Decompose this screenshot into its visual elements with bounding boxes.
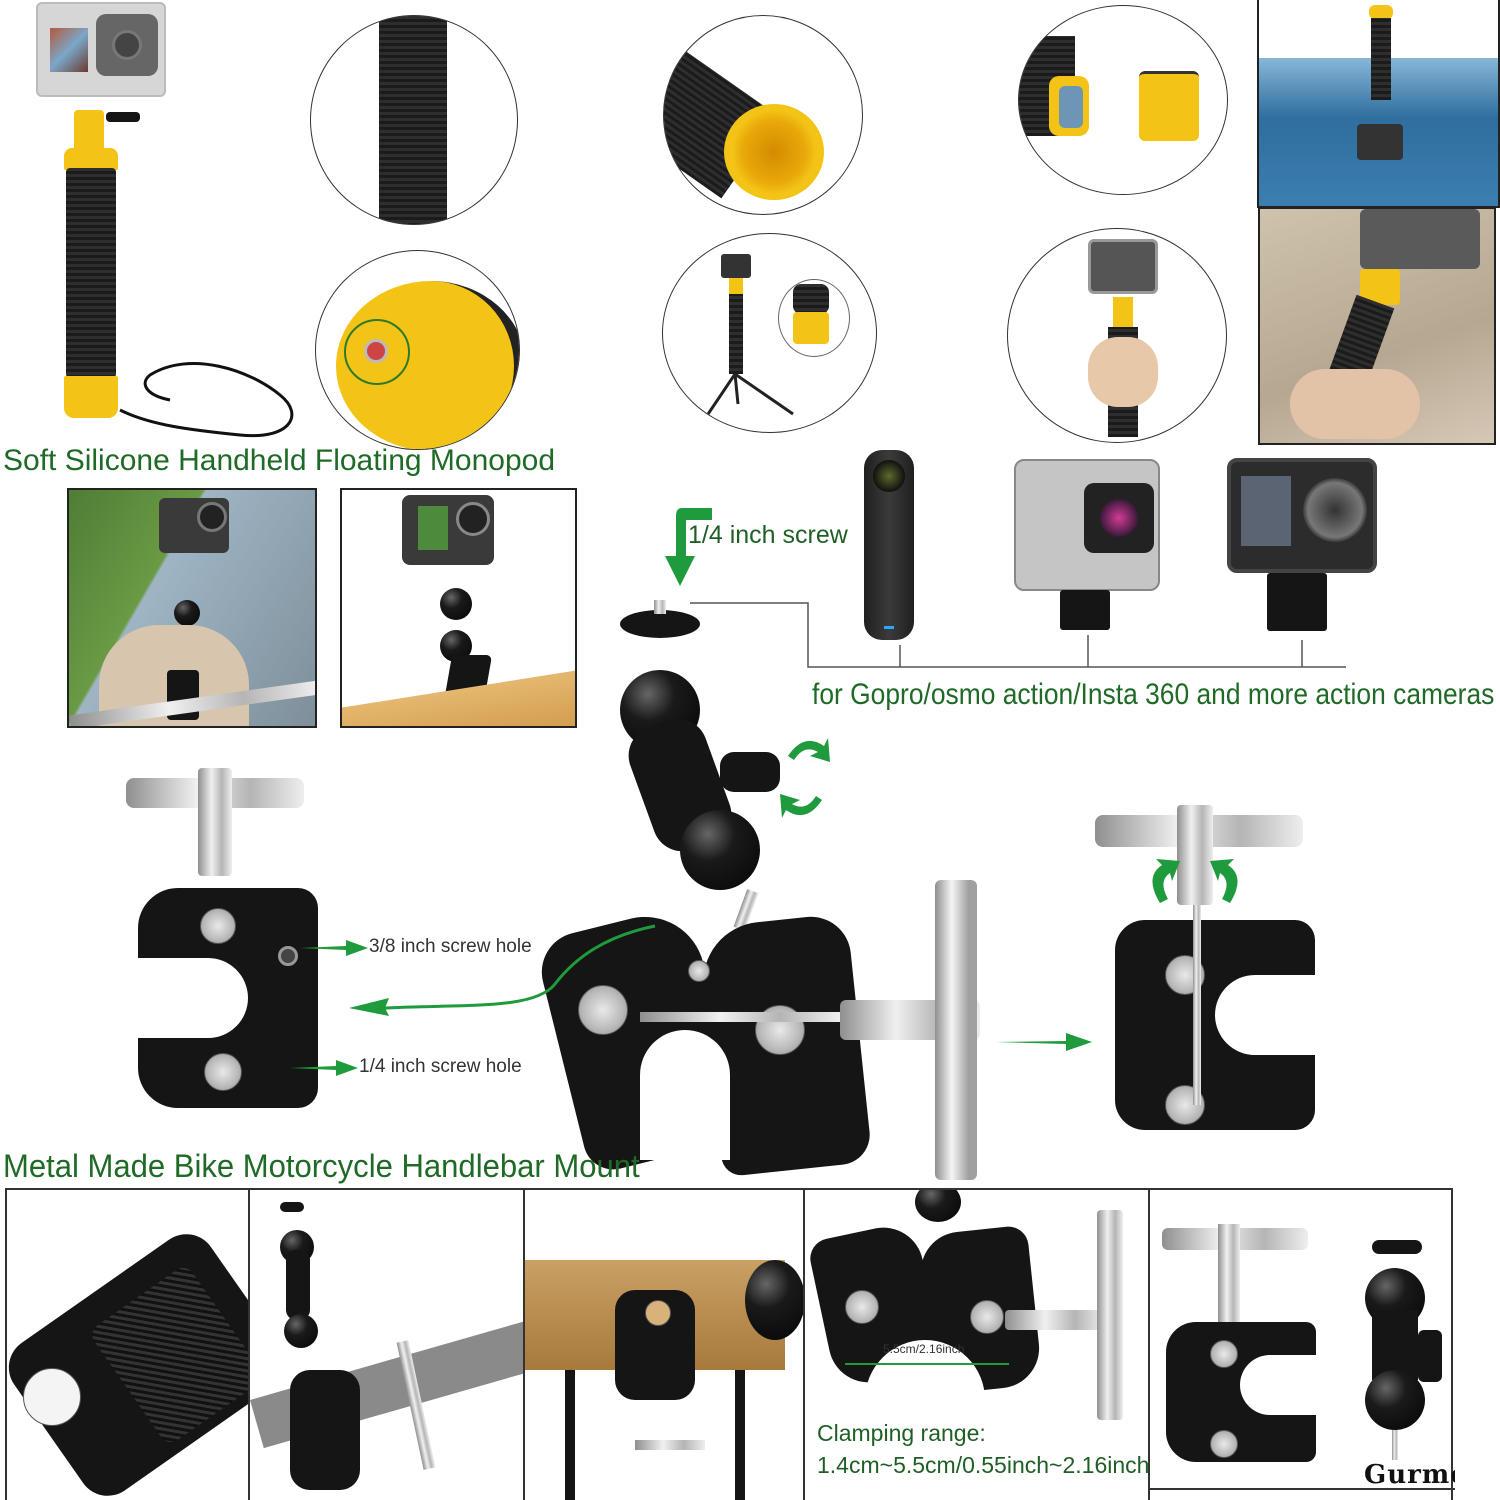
camera-lens-glass (112, 30, 142, 60)
monopod-title: Soft Silicone Handheld Floating Monopod (3, 444, 556, 477)
monopod-product-image (30, 0, 310, 440)
detail-circle-grip-texture (310, 15, 518, 225)
rotate-arrows-icon-2 (1152, 859, 1238, 903)
compatibility-text: for Gopro/osmo action/Insta 360 and more… (812, 678, 1495, 711)
detail-circle-quarter-inch-insert (315, 250, 520, 450)
panel-clamp-range: 5.5cm/2.16inch Clamping range: 1.4cm~5.5… (805, 1190, 1150, 1500)
thumb-screw (106, 112, 140, 122)
detail-circle-handheld-use (1007, 228, 1227, 443)
bottom-gallery: 5.5cm/2.16inch Clamping range: 1.4cm~5.5… (5, 1188, 1455, 1500)
mount-title: Metal Made Bike Motorcycle Handlebar Mou… (3, 1148, 640, 1184)
detail-circle-threaded-end (663, 15, 863, 215)
detail-circle-tripod-use (662, 233, 877, 433)
super-clamp-left (120, 768, 320, 1113)
panel-desk-use (525, 1190, 805, 1500)
arrow-down-icon (665, 508, 712, 586)
photo-desk-mount (340, 488, 577, 728)
gopro-waterproof-case (1000, 455, 1170, 635)
arrow-left-icon (349, 924, 656, 1016)
arrow-right-icon-2 (290, 1060, 358, 1076)
width-label: 5.5cm/2.16inch (883, 1342, 965, 1356)
wrist-strap (119, 362, 294, 438)
grip-handle (66, 168, 116, 378)
photo-scooter-mount (67, 488, 317, 728)
insta360-camera (864, 450, 914, 640)
ballhead-mount-main (533, 600, 1000, 1190)
mount-prongs (74, 110, 104, 152)
photo-underwater (1257, 0, 1500, 208)
width-measure-line (845, 1363, 1009, 1365)
panel-jaw-closeup (7, 1190, 250, 1500)
photo-beach-use (1258, 207, 1496, 445)
panel-handlebar-use (250, 1190, 525, 1500)
rotate-arrows-icon (780, 738, 830, 818)
grip-bottom-cap (64, 376, 118, 418)
camera-connector-lines (690, 602, 1346, 668)
camera-screen (50, 28, 88, 72)
clamp-range-title: Clamping range: (817, 1420, 986, 1446)
arrow-right-icon (300, 940, 368, 956)
osmo-action-camera (1217, 452, 1382, 637)
panel-parts: Gurmoir (1150, 1190, 1455, 1490)
screw-label: 1/4 inch screw (688, 521, 848, 549)
clamp-range-value: 1.4cm~5.5cm/0.55inch~2.16inch (817, 1452, 1150, 1478)
top-thumb-wheel (620, 610, 700, 638)
grip-top-cap (64, 148, 118, 170)
brand-logo: Gurmoir (1364, 1460, 1455, 1490)
super-clamp-right (1095, 805, 1315, 1135)
arrow-right-icon-3 (996, 1033, 1092, 1051)
hole-14-label: 1/4 inch screw hole (359, 1056, 522, 1077)
hole-38-label: 3/8 inch screw hole (369, 936, 532, 957)
detail-circle-storage-cap (1018, 5, 1228, 195)
